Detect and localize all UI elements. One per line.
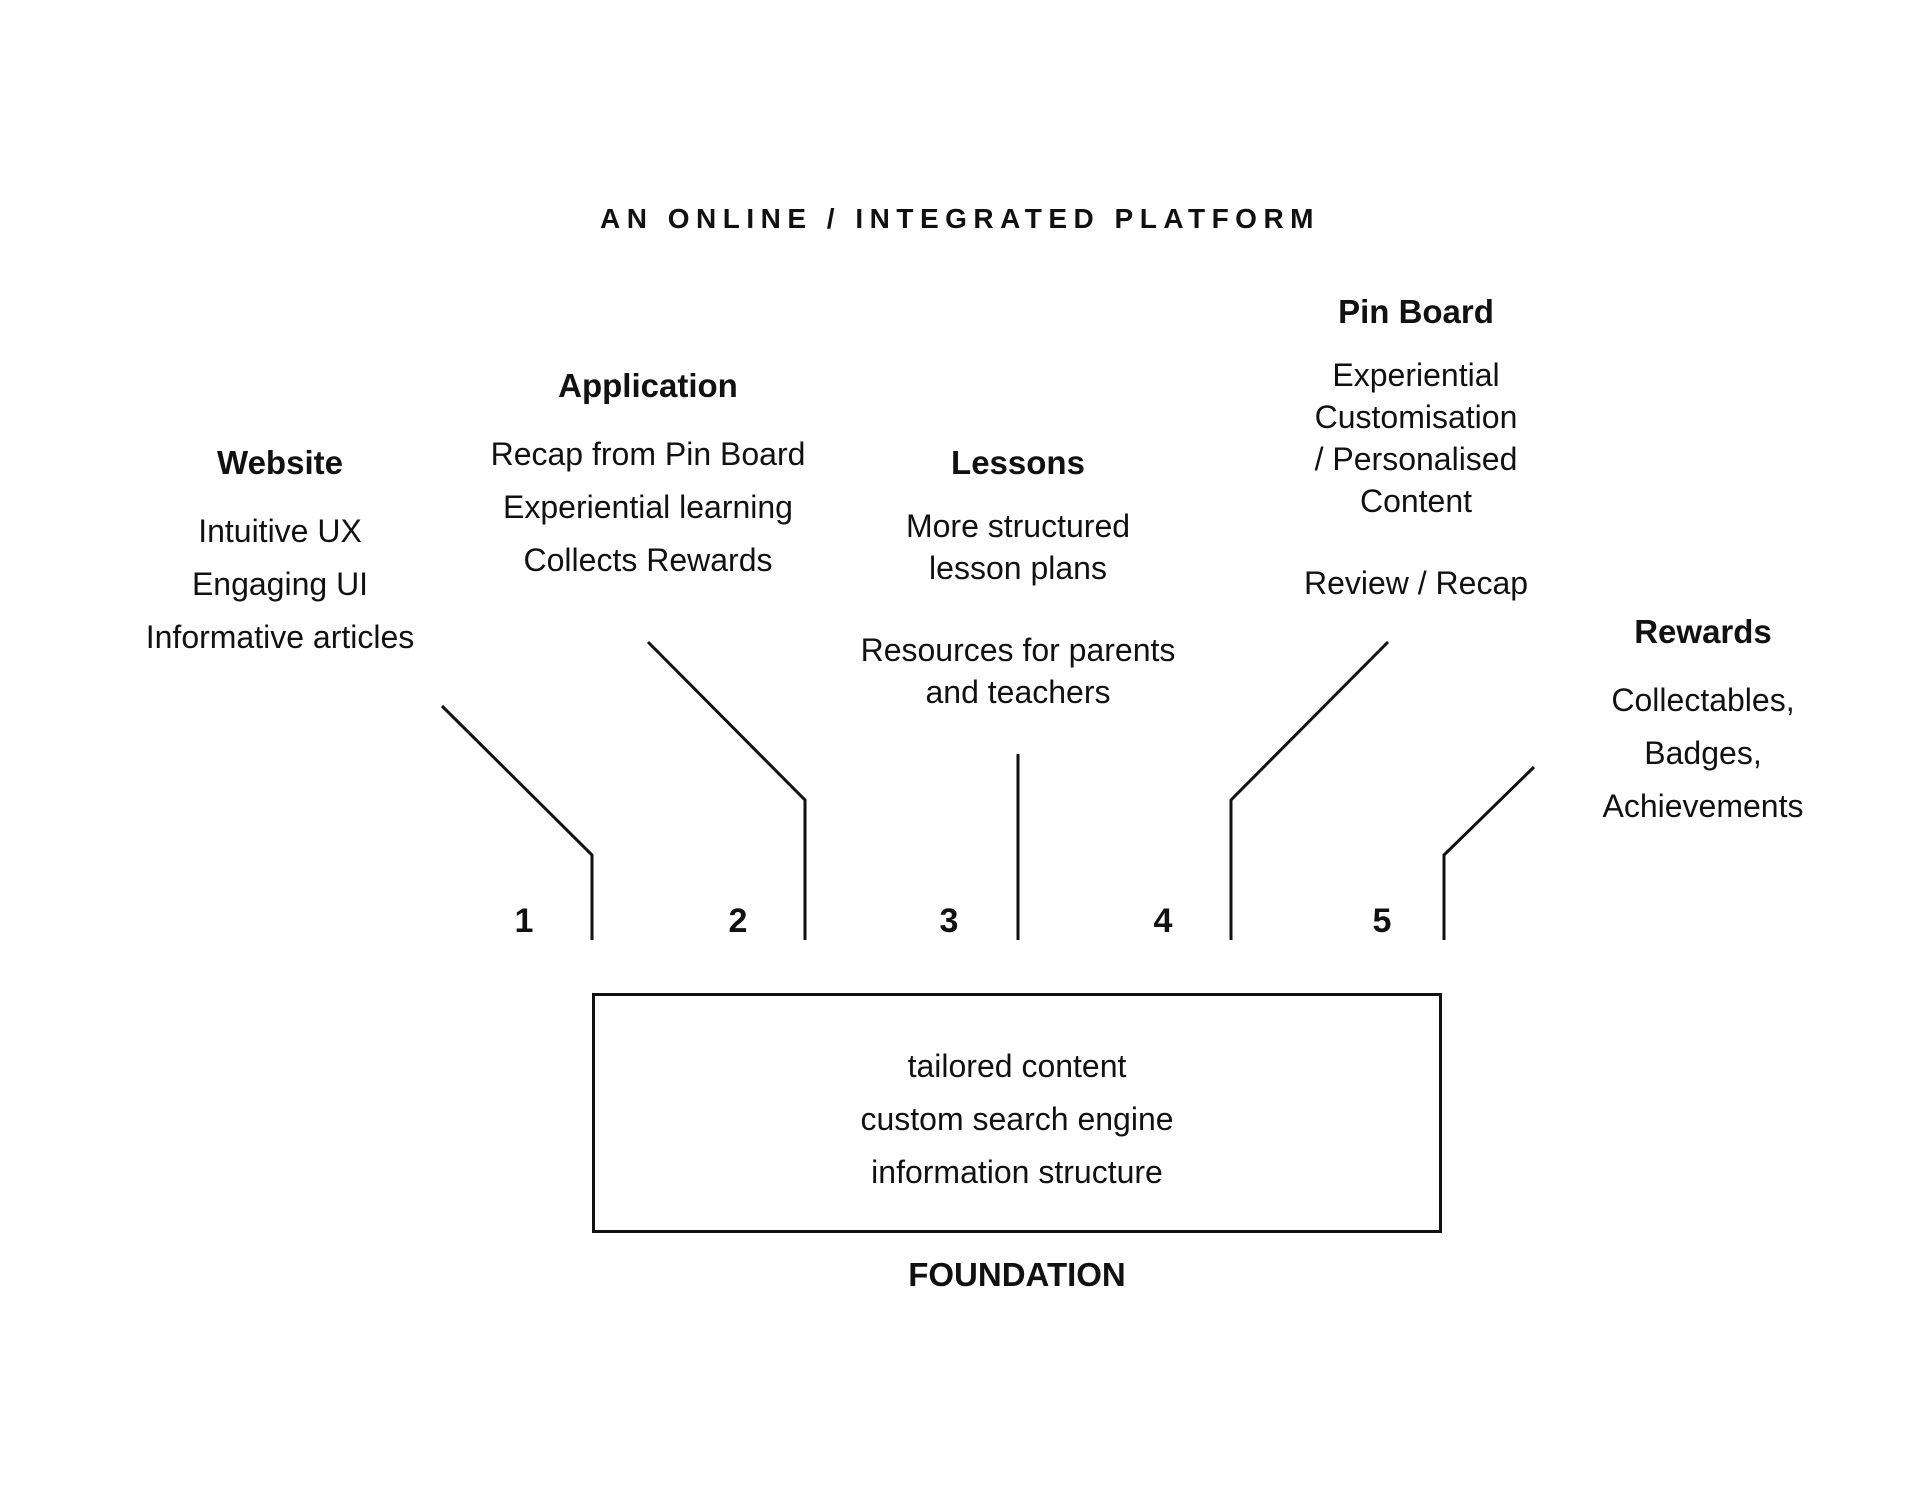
pillar-line: Informative articles: [145, 619, 415, 655]
pillar-title: Application: [558, 367, 738, 404]
pillar-number-1: 1: [514, 902, 534, 940]
pillar-number-4: 4: [1153, 902, 1173, 940]
pillar-lines: Experiential Customisation / Personalise…: [1304, 354, 1528, 604]
pillar-line: Review / Recap: [1303, 565, 1529, 601]
pillar-line: lesson plans: [929, 550, 1107, 586]
pillar-line: Content: [1359, 483, 1473, 519]
pillar-title: Pin Board: [1338, 293, 1494, 330]
pillar-line: Experiential: [1332, 357, 1500, 393]
pillar-title: Rewards: [1634, 613, 1772, 650]
pillar-lessons: Lessons More structured lesson plans Res…: [861, 443, 1176, 713]
pillar-website: Website Intuitive UX Engaging UI Informa…: [146, 443, 415, 664]
pillar-number-2: 2: [728, 902, 748, 940]
pillar-line: Resources for parents: [860, 632, 1176, 668]
foundation-item: tailored content: [907, 1048, 1127, 1084]
connector-line-1: [440, 704, 594, 940]
pillar-application: Application Recap from Pin Board Experie…: [491, 366, 806, 587]
pillar-line: and teachers: [925, 674, 1111, 710]
pillar-number-3: 3: [939, 902, 959, 940]
diagram-title: AN ONLINE / INTEGRATED PLATFORM: [600, 203, 1320, 234]
pillar-line: Intuitive UX: [198, 513, 362, 549]
pillar-number-5: 5: [1372, 902, 1392, 940]
pillar-line: Collectables,: [1611, 682, 1795, 718]
pillar-line: Collects Rewards: [523, 542, 773, 578]
pillar-line: / Personalised: [1314, 441, 1518, 477]
pillar-lines: More structured lesson plans Resources f…: [861, 505, 1176, 713]
pillar-line: Customisation: [1314, 399, 1518, 435]
foundation-label: FOUNDATION: [908, 1256, 1126, 1293]
pillar-line: Recap from Pin Board: [490, 436, 806, 472]
connector-line-5: [1442, 765, 1536, 940]
pillar-line: Badges,: [1644, 735, 1762, 771]
connector-line-4: [1229, 640, 1390, 940]
foundation-box: tailored content custom search engine in…: [592, 993, 1442, 1233]
pillar-title: Website: [217, 444, 343, 481]
pillar-lines: Intuitive UX Engaging UI Informative art…: [146, 505, 415, 664]
pillar-pin-board: Pin Board Experiential Customisation / P…: [1304, 292, 1528, 604]
pillar-lines: Recap from Pin Board Experiential learni…: [491, 428, 806, 587]
pillar-rewards: Rewards Collectables, Badges, Achievemen…: [1603, 612, 1804, 833]
foundation-item: custom search engine: [860, 1101, 1174, 1137]
pillar-title: Lessons: [951, 444, 1085, 481]
connector-line-2: [646, 640, 807, 940]
pillar-line: Achievements: [1602, 788, 1804, 824]
pillar-line: Experiential learning: [503, 489, 793, 525]
foundation-item: information structure: [871, 1154, 1163, 1190]
pillar-line: More structured: [905, 508, 1131, 544]
pillar-lines: Collectables, Badges, Achievements: [1603, 674, 1804, 833]
pillar-line: Engaging UI: [191, 566, 369, 602]
